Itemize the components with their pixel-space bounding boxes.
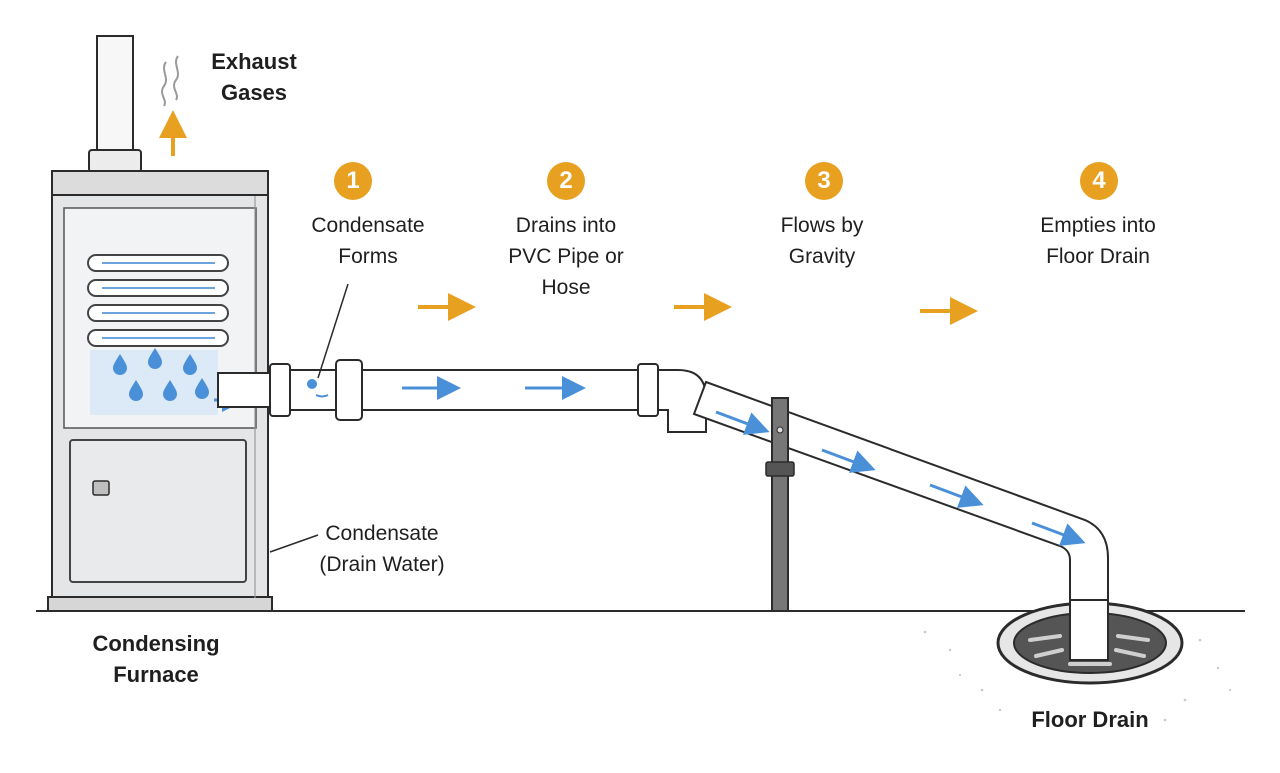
furnace-top-cap [51, 170, 269, 196]
furnace-label: Condensing Furnace [78, 628, 234, 690]
exhaust-vent-pipe [96, 35, 134, 155]
step-label-3: Flows by Gravity [737, 210, 907, 272]
step-badge-1: 1 [334, 162, 372, 200]
outlet-stub [217, 372, 277, 408]
condensate-droplet-icon [307, 379, 317, 389]
water-drop-icon [163, 380, 177, 401]
flow-arrow-icon [929, 483, 984, 508]
step-label-line: Drains into [515, 214, 617, 237]
condensate-label: Condensate (Drain Water) [312, 518, 452, 580]
step-badge-3: 3 [805, 162, 843, 200]
flow-arrow-icon [821, 448, 876, 473]
drain-outlet-pipe [1069, 599, 1109, 661]
step-label-4: Empties into Floor Drain [1012, 210, 1184, 272]
condensate-label-line: (Drain Water) [319, 553, 445, 576]
step-badge-4: 4 [1080, 162, 1118, 200]
floor-drain-label: Floor Drain [1031, 707, 1149, 732]
step-label-line: Flows by [780, 214, 864, 237]
support-bolt [776, 426, 784, 434]
step-label-line: Gravity [788, 245, 856, 268]
step-label-line: PVC Pipe or [508, 245, 624, 268]
pipe-coupling [269, 363, 291, 417]
leader-line [269, 534, 319, 553]
furnace-base [47, 596, 273, 612]
step-label-line: Empties into [1040, 214, 1156, 237]
step-badge-2: 2 [547, 162, 585, 200]
step-label-1: Condensate Forms [283, 210, 453, 272]
exhaust-label-line: Gases [220, 80, 288, 105]
vent-collar [88, 149, 142, 173]
furnace-label-line: Condensing [92, 631, 220, 656]
water-drop-icon [113, 354, 127, 375]
step-label-line: Forms [338, 245, 398, 268]
flow-arrow-icon [1031, 521, 1086, 546]
droplet-wave [315, 394, 329, 398]
exhaust-wisp [161, 61, 167, 107]
drain-slots [1028, 634, 1150, 666]
leader-line [317, 283, 349, 379]
water-drop-icon [183, 354, 197, 375]
floor-texture [923, 630, 1232, 722]
pipe-coupling [637, 363, 659, 417]
flow-arrow-icon [715, 410, 770, 435]
step-label-2: Drains into PVC Pipe or Hose [481, 210, 651, 303]
step-label-line: Condensate [311, 214, 425, 237]
step-label-line: Floor Drain [1046, 245, 1150, 268]
water-drop-icon-group [113, 348, 209, 401]
drain-pipe-sloped [692, 380, 1109, 603]
water-drop-icon [148, 348, 162, 369]
water-drop-icon [195, 378, 209, 399]
exhaust-wisp [173, 55, 179, 101]
coil-water-lines [102, 262, 215, 339]
furnace-label-line: Furnace [113, 662, 199, 687]
step-label-line: Hose [541, 276, 591, 299]
access-panel-knob [92, 480, 110, 496]
condensate-label-line: Condensate [325, 522, 439, 545]
exhaust-label-line: Exhaust [211, 49, 297, 74]
water-drop-icon [129, 380, 143, 401]
furnace-lower-panel [69, 439, 247, 583]
support-clamp [765, 461, 795, 477]
pipe-support-post [771, 397, 789, 612]
pipe-coupling [335, 359, 363, 421]
exhaust-label: Exhaust Gases [200, 46, 308, 108]
